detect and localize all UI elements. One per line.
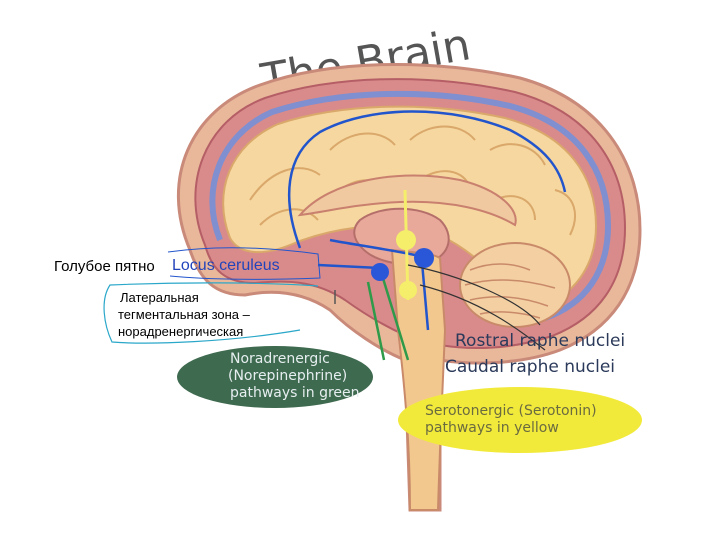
noradrenergic-legend-pill <box>177 346 373 408</box>
serotonergic-legend-line-2: pathways in yellow <box>425 420 559 436</box>
green-pathways <box>366 274 410 361</box>
noradrenergic-pathways <box>287 110 567 331</box>
cerebellum <box>459 242 571 328</box>
rostral-raphe-label: Rostral raphe nuclei <box>455 331 625 351</box>
rostral-raphe-dot <box>396 230 416 250</box>
lateral-tegmental-line-3: норадренергическая <box>118 324 244 339</box>
caudal-raphe-dot <box>399 281 417 299</box>
cerebellum-folds <box>464 263 556 319</box>
blue-inner-path <box>329 238 416 257</box>
green-line-2 <box>366 281 386 361</box>
caudal-raphe-label: Caudal raphe nuclei <box>445 357 615 377</box>
lateral-tegmental-line-1: Латеральная <box>120 290 199 305</box>
locus-ceruleus-dot <box>414 248 434 268</box>
blue-locus-line <box>317 263 381 270</box>
serotonergic-legend-pill <box>398 387 642 453</box>
blue-ventricle-ring <box>209 90 612 321</box>
rostral-leader-line <box>407 264 541 326</box>
blue-cortical-arc <box>287 110 567 249</box>
blue-spot-label: Голубое пятно <box>54 258 155 275</box>
caudal-leader-line <box>419 284 546 351</box>
green-line-1 <box>380 274 410 361</box>
noradrenergic-legend-line-2: (Norepinephrine) <box>228 368 347 384</box>
noradrenergic-legend-line-3: pathways in green <box>230 385 360 401</box>
noradrenergic-legend-line-1: Noradrenergic <box>230 351 330 367</box>
corpus-callosum <box>297 174 517 227</box>
locus-ceruleus-bracket <box>167 247 321 280</box>
lateral-tegmental-bracket <box>103 282 319 344</box>
serotonergic-pathways <box>396 189 417 301</box>
locus-ceruleus-label: Locus ceruleus <box>172 257 280 274</box>
lateral-tegmental-line-2: тегментальная зона – <box>118 307 250 322</box>
lateral-tegmental-dot <box>371 263 389 281</box>
serotonergic-legend-line-1: Serotonergic (Serotonin) <box>425 403 597 419</box>
blue-descending-path <box>420 261 430 331</box>
